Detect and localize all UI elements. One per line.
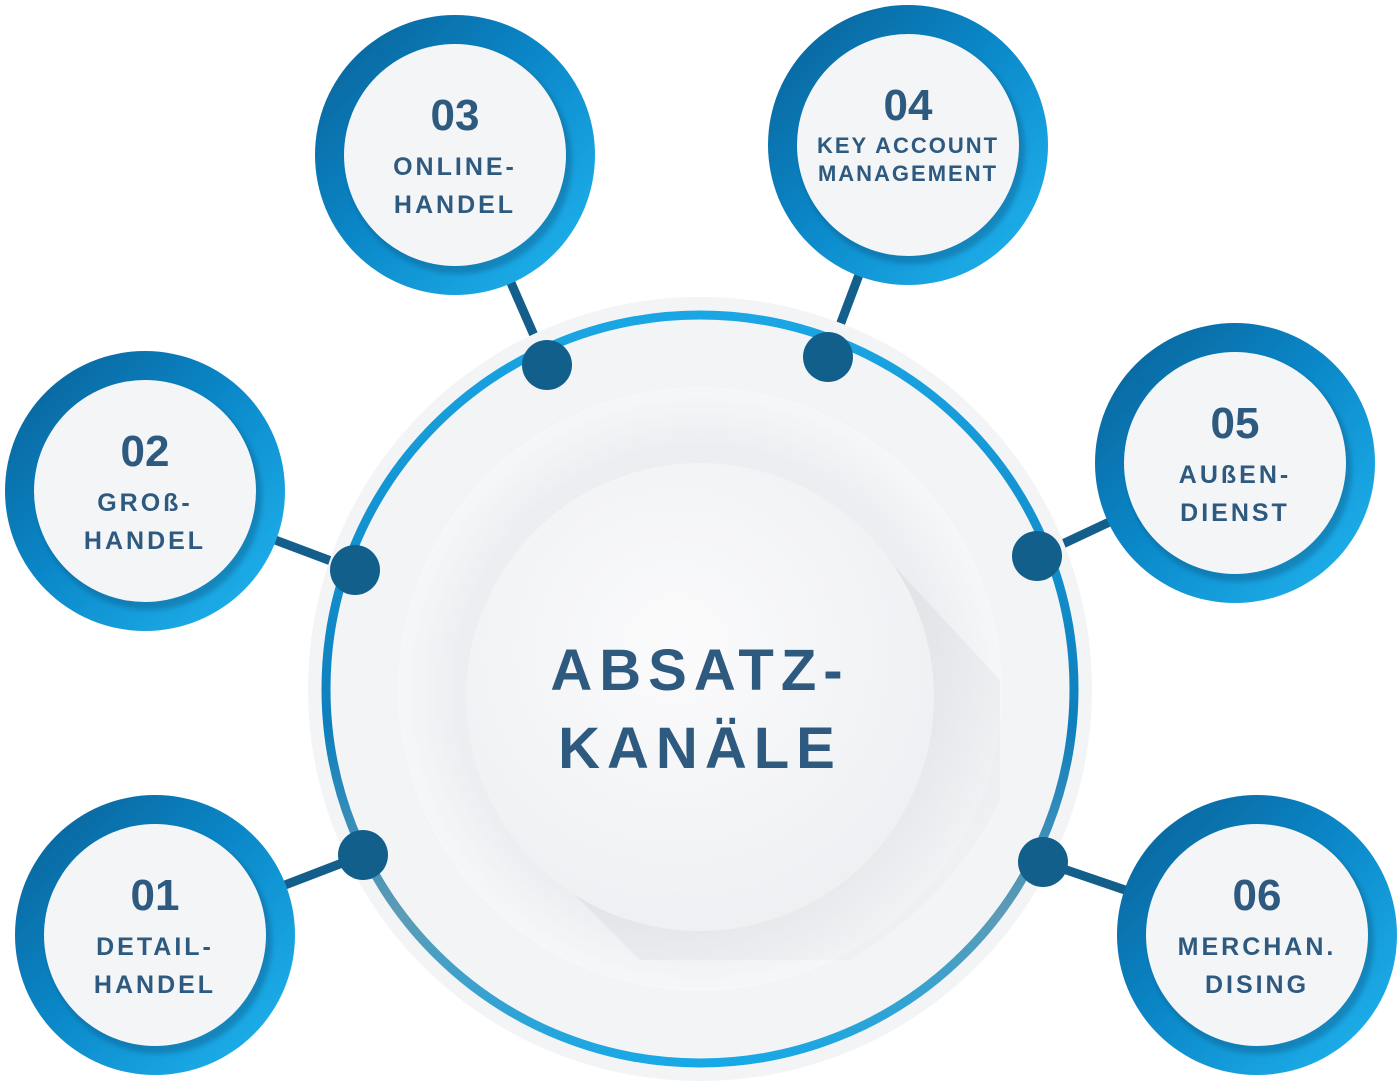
node-number: 01 xyxy=(131,871,180,920)
ring-dot-05 xyxy=(1012,531,1062,581)
node-number: 05 xyxy=(1211,399,1260,448)
ring-dot-03 xyxy=(522,340,572,390)
node-disk xyxy=(797,34,1019,256)
node-number: 06 xyxy=(1233,871,1282,920)
node-label-line: HANDEL xyxy=(84,527,206,555)
node-number: 02 xyxy=(121,427,170,476)
node-number: 04 xyxy=(884,81,933,130)
ring-dot-06 xyxy=(1018,837,1068,887)
node-label-line: DETAIL- xyxy=(96,933,214,961)
node-disk xyxy=(1124,352,1346,574)
hub-ring xyxy=(321,310,1079,1068)
node-disk xyxy=(34,380,256,602)
node-label-line: GROß- xyxy=(97,489,193,517)
ring-dots xyxy=(330,332,1068,887)
node-disk xyxy=(1146,824,1368,1046)
node-disk xyxy=(344,44,566,266)
node-label-line: KEY ACCOUNT xyxy=(817,133,999,158)
node-label-line: HANDEL xyxy=(94,971,216,999)
central-hub xyxy=(308,297,1092,1081)
hub-inner-disk xyxy=(466,463,934,931)
center-title: ABSATZ- KANÄLE xyxy=(550,638,849,781)
node-disk xyxy=(44,824,266,1046)
node-label-line: DIENST xyxy=(1180,499,1290,527)
ring-dot-01 xyxy=(338,830,388,880)
node-label-line: MANAGEMENT xyxy=(818,161,998,186)
center-title-line: KANÄLE xyxy=(558,716,842,781)
ring-dot-04 xyxy=(803,332,853,382)
node-label-line: AUßEN- xyxy=(1179,461,1291,489)
node-label-line: MERCHAN. xyxy=(1178,933,1337,961)
node-label-line: DISING xyxy=(1205,971,1309,999)
node-label-line: ONLINE- xyxy=(393,153,517,181)
node-number: 03 xyxy=(431,91,480,140)
ring-dot-02 xyxy=(330,545,380,595)
center-title-line: ABSATZ- xyxy=(550,638,849,703)
node-label-line: HANDEL xyxy=(394,191,516,219)
